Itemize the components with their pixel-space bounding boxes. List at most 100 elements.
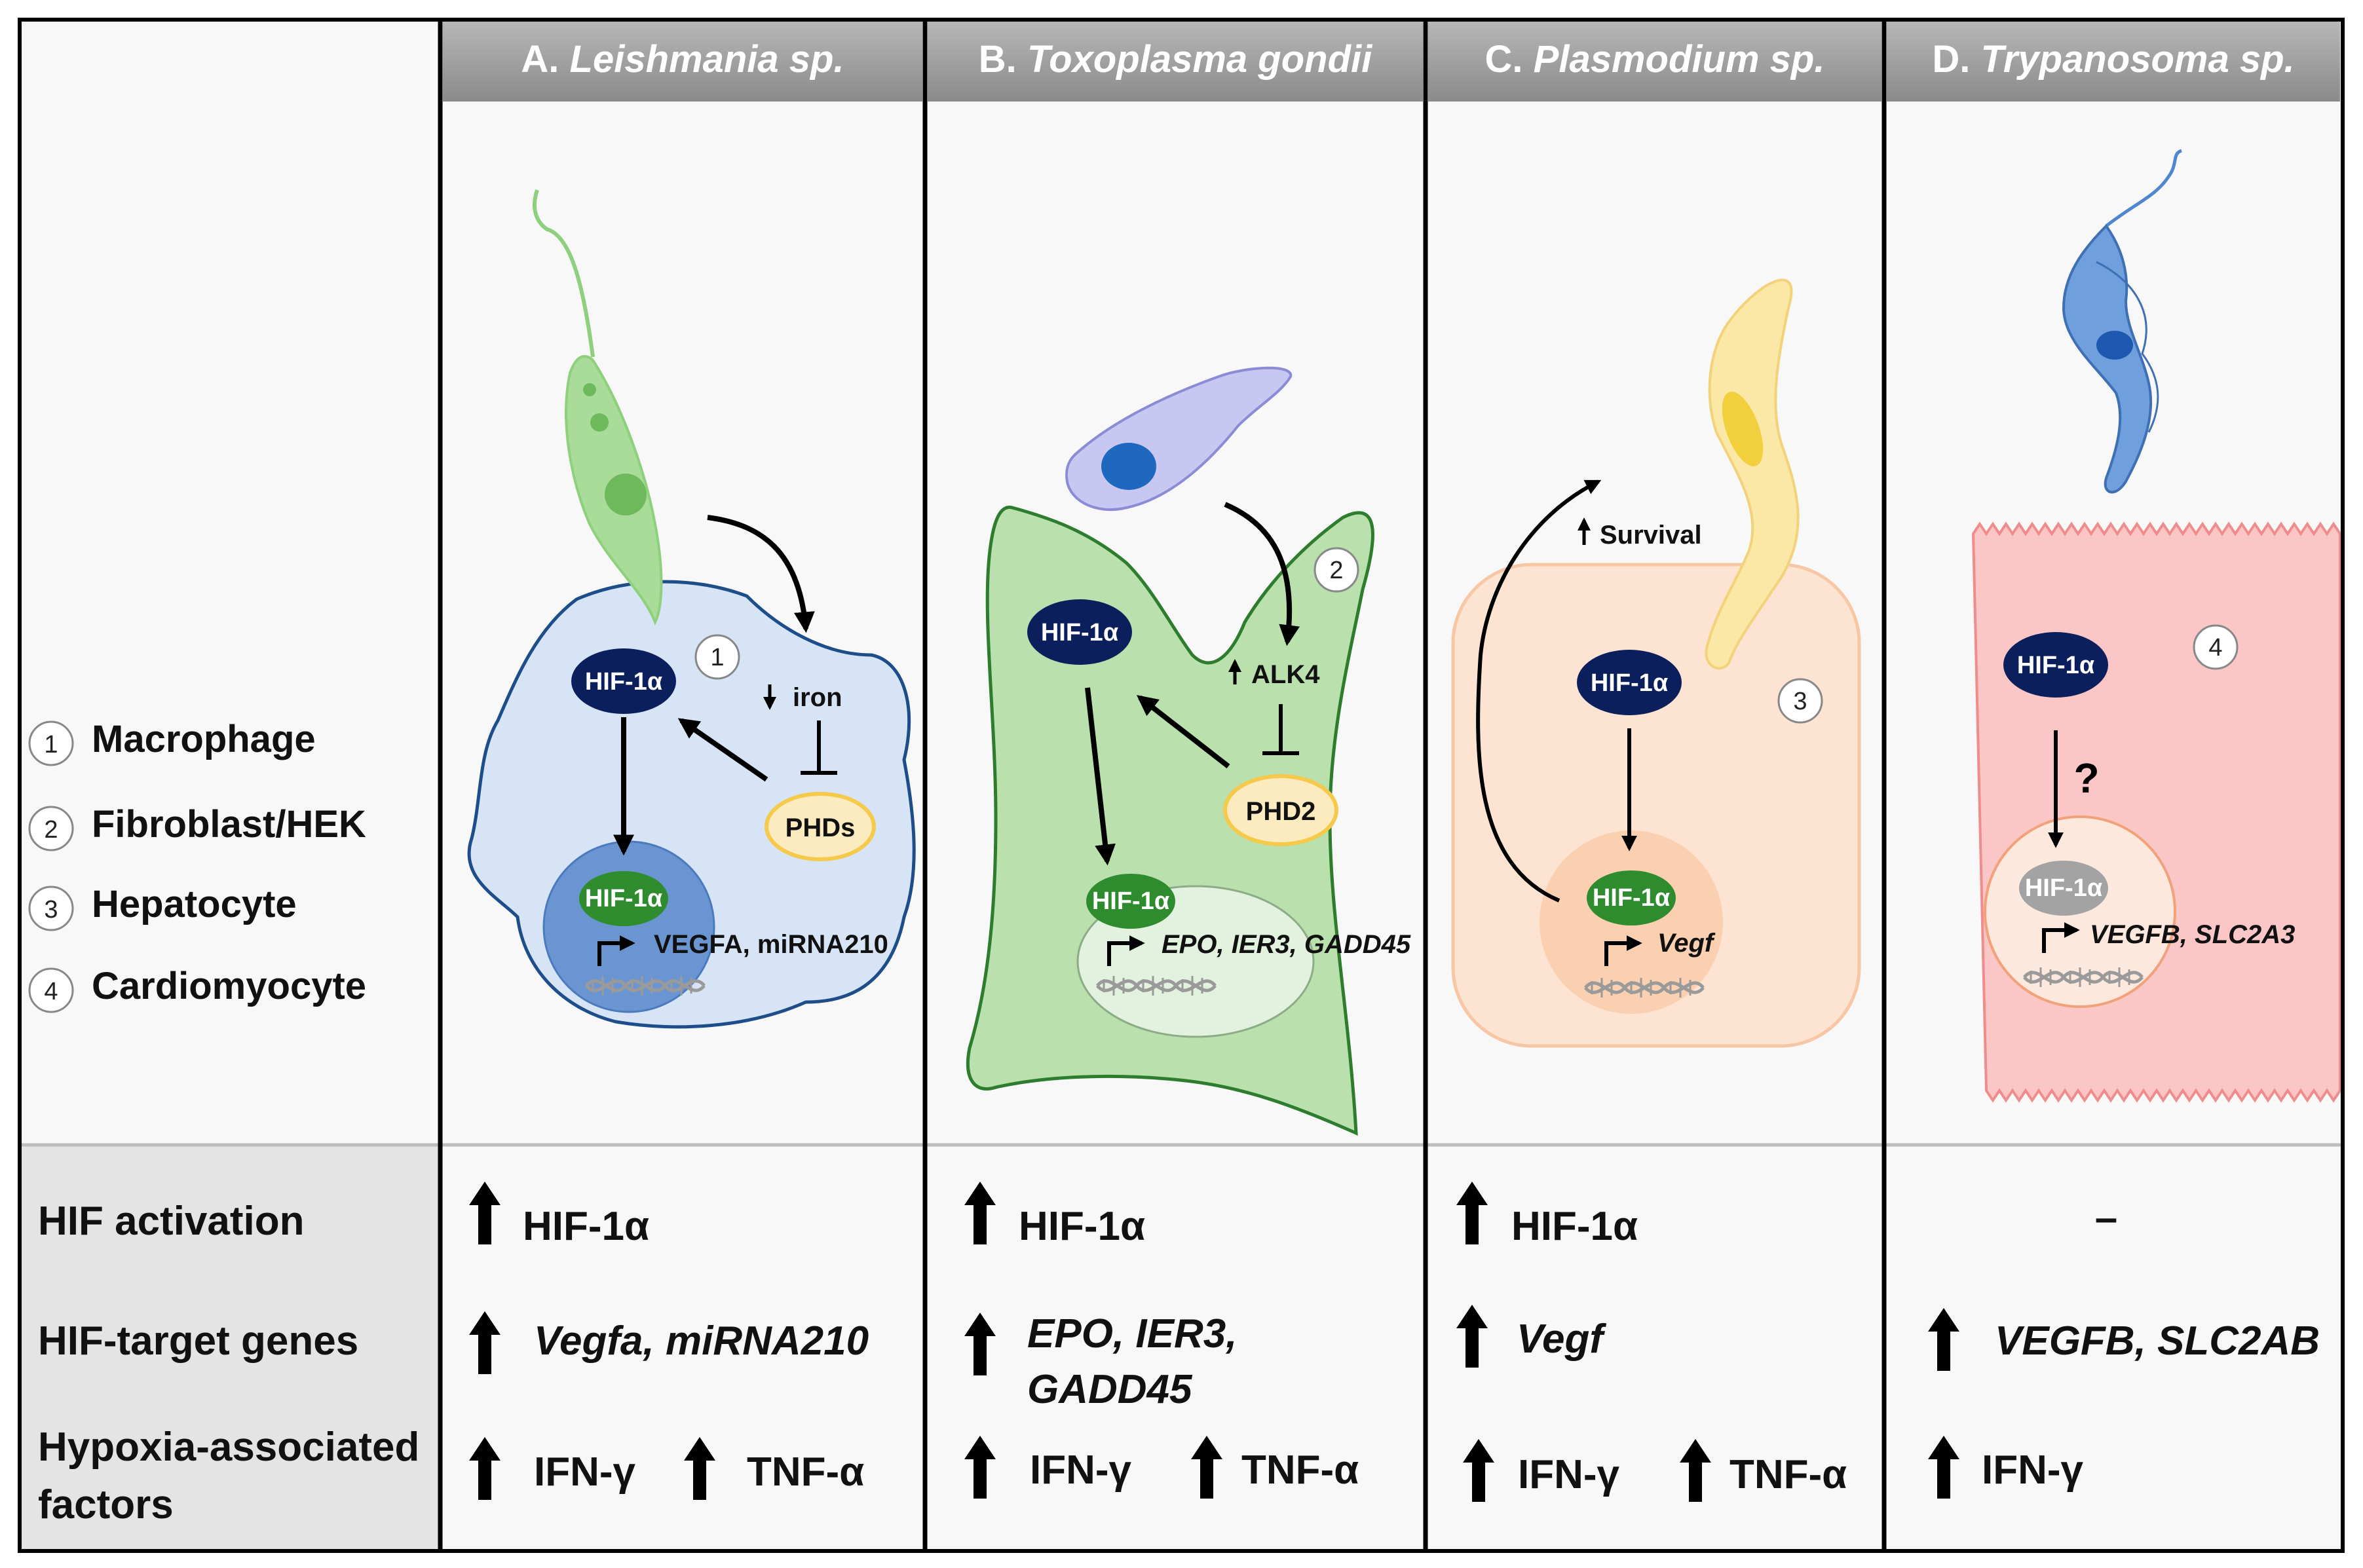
panel-d-diagram: HIF-1α ? HIF-1α VEGFB, SLC2A3 4 (1971, 149, 2341, 1103)
legend-circle-4 (28, 967, 74, 1013)
cell-num-circle-c (1777, 678, 1823, 724)
leishmania-kinetoplast (590, 413, 609, 432)
activation-c: HIF-1α (1511, 1204, 1638, 1249)
panel-b-diagram: ALK4 PHD2 HIF-1α HIF-1α EPO, IER3, GADD4… (966, 366, 1411, 1136)
promoter-arrow-b (1107, 935, 1145, 966)
plasmodium-nucleus (1722, 391, 1764, 467)
legend-label-1: Macrophage (92, 718, 316, 760)
header-d: D. Trypanosoma sp. (1932, 38, 2294, 81)
trypanosoma-membrane (2096, 261, 2159, 433)
targets-d: VEGFB, SLC2AB (1995, 1318, 2320, 1364)
hif-translocation-arrow-b (1085, 687, 1116, 866)
targets-b-line2: GADD45 (1027, 1367, 1193, 1412)
tnf-c: TNF-α (1730, 1452, 1847, 1497)
hif1a-label-c: HIF-1α (1591, 669, 1668, 697)
phds-label: PHDs (785, 813, 856, 842)
header-a-bg (443, 20, 922, 102)
ifn-c: IFN-γ (1518, 1452, 1620, 1497)
legend-item-hepatocyte: 3 Hepatocyte (28, 883, 297, 931)
tnf-a: TNF-α (747, 1449, 864, 1495)
genes-label-b: EPO, IER3, GADD45 (1162, 930, 1411, 959)
hif1a-cytoplasm-c (1577, 650, 1682, 715)
survival-label: Survival (1600, 521, 1702, 550)
hif1a-nuc-label-b: HIF-1α (1092, 887, 1169, 915)
activation-b: HIF-1α (1019, 1204, 1145, 1249)
legend-num-2: 2 (44, 816, 58, 844)
cell-num-circle-b (1314, 547, 1359, 593)
trypanosoma-nucleus (2096, 331, 2133, 360)
leishmania-dot (583, 383, 596, 396)
alk4-inhibit-line (1262, 704, 1299, 755)
bottom-table: HIF activation HIF-target genes Hypoxia-… (38, 1182, 2320, 1527)
hif1a-label-b: HIF-1α (1041, 619, 1118, 646)
cell-num-c: 3 (1793, 688, 1807, 715)
cardiomyocyte-cell (1971, 521, 2341, 1103)
header-b-bg (928, 20, 1423, 102)
bottom-table-bg (20, 1145, 440, 1551)
legend-label-3: Hepatocyte (92, 883, 297, 925)
ifn-b: IFN-γ (1030, 1447, 1132, 1493)
genes-label-a: VEGFA, miRNA210 (654, 930, 888, 959)
phd2-to-hif-arrow (1136, 695, 1230, 769)
trypanosoma-parasite (2062, 223, 2153, 494)
hif1a-nucleus-b (1086, 874, 1175, 929)
header-c-bg (1428, 20, 1881, 102)
cell-num-a: 1 (710, 644, 724, 671)
header-d-bg (1887, 20, 2340, 102)
legend-circle-2 (28, 806, 74, 851)
ifn-d: IFN-γ (1982, 1447, 2084, 1493)
hif1a-nucleus-c (1587, 870, 1676, 925)
legend-circle-1 (28, 720, 74, 766)
phd2-ellipse (1223, 774, 1338, 846)
hif1a-nuc-label-d: HIF-1α (2025, 874, 2102, 902)
hif1a-label-a: HIF-1α (585, 668, 662, 696)
row-label-hif-targets: HIF-target genes (38, 1318, 358, 1364)
targets-b-line1: EPO, IER3, (1027, 1311, 1237, 1356)
cell-num-circle-d (2193, 624, 2239, 670)
iron-inhibit-line (801, 720, 837, 775)
header-b: B. Toxoplasma gondii (979, 38, 1373, 81)
header-a: A. Leishmania sp. (521, 38, 844, 81)
promoter-arrow-a (597, 935, 635, 966)
hif1a-nucleus-d (2019, 861, 2108, 916)
hif1a-cytoplasm-b (1027, 599, 1132, 665)
legend-item-fibroblast: 2 Fibroblast/HEK (28, 803, 366, 851)
legend-num-4: 4 (44, 978, 58, 1005)
column-headers: A. Leishmania sp. B. Toxoplasma gondii C… (443, 20, 2340, 102)
activation-d: – (2095, 1195, 2117, 1241)
targets-a: Vegfa, miRNA210 (534, 1318, 869, 1364)
leishmania-nucleus (605, 474, 647, 515)
grid-lines (18, 18, 2345, 1553)
iron-label: iron (793, 683, 842, 712)
hif1a-nuc-label-c: HIF-1α (1593, 884, 1670, 912)
promoter-arrow-c (1604, 935, 1642, 966)
genes-label-d: VEGFB, SLC2A3 (2090, 920, 2295, 949)
leishmania-flagellum (533, 189, 595, 358)
activation-a: HIF-1α (523, 1204, 649, 1249)
infection-arrow-b (1224, 502, 1300, 646)
legend-panel-bg (20, 20, 440, 1145)
outer-border (18, 18, 2345, 1553)
question-mark: ? (2073, 755, 2099, 802)
toxoplasma-nucleus (1101, 443, 1156, 490)
targets-c: Vegf (1517, 1316, 1606, 1362)
legend: 1 Macrophage 2 Fibroblast/HEK 3 Hepatocy… (28, 718, 366, 1013)
hif1a-cytoplasm-a (571, 648, 676, 714)
row-label-hypoxia-2: factors (38, 1482, 174, 1527)
survival-loop-arrow (1476, 479, 1602, 903)
panel-c-diagram: Survival HIF-1α HIF-1α Vegf 3 (1451, 278, 1861, 1048)
hif1a-label-d: HIF-1α (2017, 652, 2094, 679)
cell-num-circle-a (694, 634, 740, 680)
phd2-label: PHD2 (1246, 797, 1316, 826)
legend-num-3: 3 (44, 896, 58, 924)
ifn-a: IFN-γ (534, 1449, 636, 1495)
cell-num-b: 2 (1329, 557, 1343, 584)
legend-item-cardiomyocyte: 4 Cardiomyocyte (28, 965, 366, 1013)
legend-num-1: 1 (44, 731, 58, 758)
row-label-hif-activation: HIF activation (38, 1199, 305, 1244)
hif1a-nucleus-a (579, 871, 668, 926)
trypanosoma-flagellum (2105, 149, 2183, 227)
phd-to-hif-arrow (677, 718, 768, 782)
genes-label-c: Vegf (1657, 929, 1716, 958)
